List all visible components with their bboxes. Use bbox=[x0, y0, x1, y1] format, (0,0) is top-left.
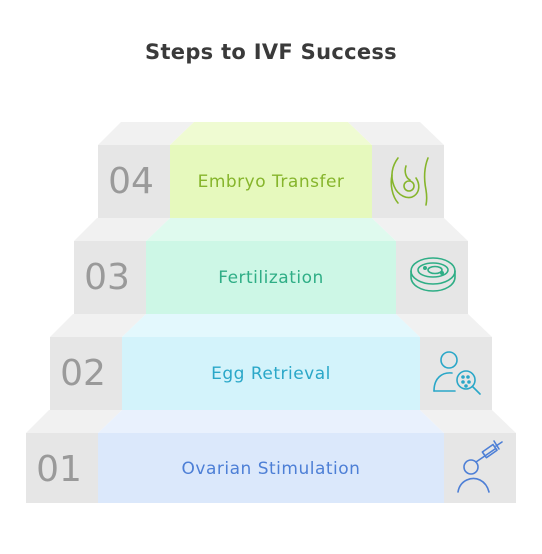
step-3-center-block bbox=[146, 241, 396, 314]
step-1-label: Ovarian Stimulation bbox=[181, 459, 361, 479]
step-3-left-block bbox=[74, 241, 146, 314]
step-2-top-right bbox=[396, 314, 492, 337]
diagram-title: Steps to IVF Success bbox=[145, 40, 397, 64]
step-2 bbox=[50, 314, 492, 410]
step-1 bbox=[26, 410, 516, 503]
step-4-left-block bbox=[98, 145, 170, 218]
step-1-number: 01 bbox=[36, 449, 82, 490]
step-3-top-left bbox=[74, 218, 170, 241]
step-3-number: 03 bbox=[84, 257, 130, 298]
step-3-label: Fertilization bbox=[218, 268, 324, 288]
petri-dish-icon bbox=[410, 257, 456, 292]
step-3-top-center bbox=[146, 218, 396, 241]
step-3-top-right bbox=[372, 218, 468, 241]
step-4-label: Embryo Transfer bbox=[197, 172, 345, 192]
step-2-top-center bbox=[122, 314, 420, 337]
step-1-right-block bbox=[444, 433, 516, 503]
step-4-center-block bbox=[170, 145, 372, 218]
step-2-left-block bbox=[50, 337, 122, 410]
step-4-top-left bbox=[98, 122, 194, 145]
step-2-top-left bbox=[50, 314, 146, 337]
step-1-top-left bbox=[26, 410, 122, 433]
step-2-right-block bbox=[420, 337, 492, 410]
step-3 bbox=[74, 218, 468, 314]
step-1-top-center bbox=[98, 410, 444, 433]
step-1-left-block bbox=[26, 433, 98, 503]
uterus-embryo-icon bbox=[390, 157, 429, 206]
person-egg-search-icon bbox=[433, 351, 481, 395]
step-2-label: Egg Retrieval bbox=[211, 364, 331, 384]
step-4-number: 04 bbox=[108, 161, 154, 202]
step-2-number: 02 bbox=[60, 353, 106, 394]
step-2-center-block bbox=[122, 337, 420, 410]
step-1-center-block bbox=[98, 433, 444, 503]
syringe-person-icon bbox=[457, 440, 503, 493]
step-4-top-right bbox=[348, 122, 444, 145]
step-1-top-right bbox=[420, 410, 516, 433]
step-4-top-center bbox=[170, 122, 372, 145]
step-4 bbox=[98, 122, 444, 218]
